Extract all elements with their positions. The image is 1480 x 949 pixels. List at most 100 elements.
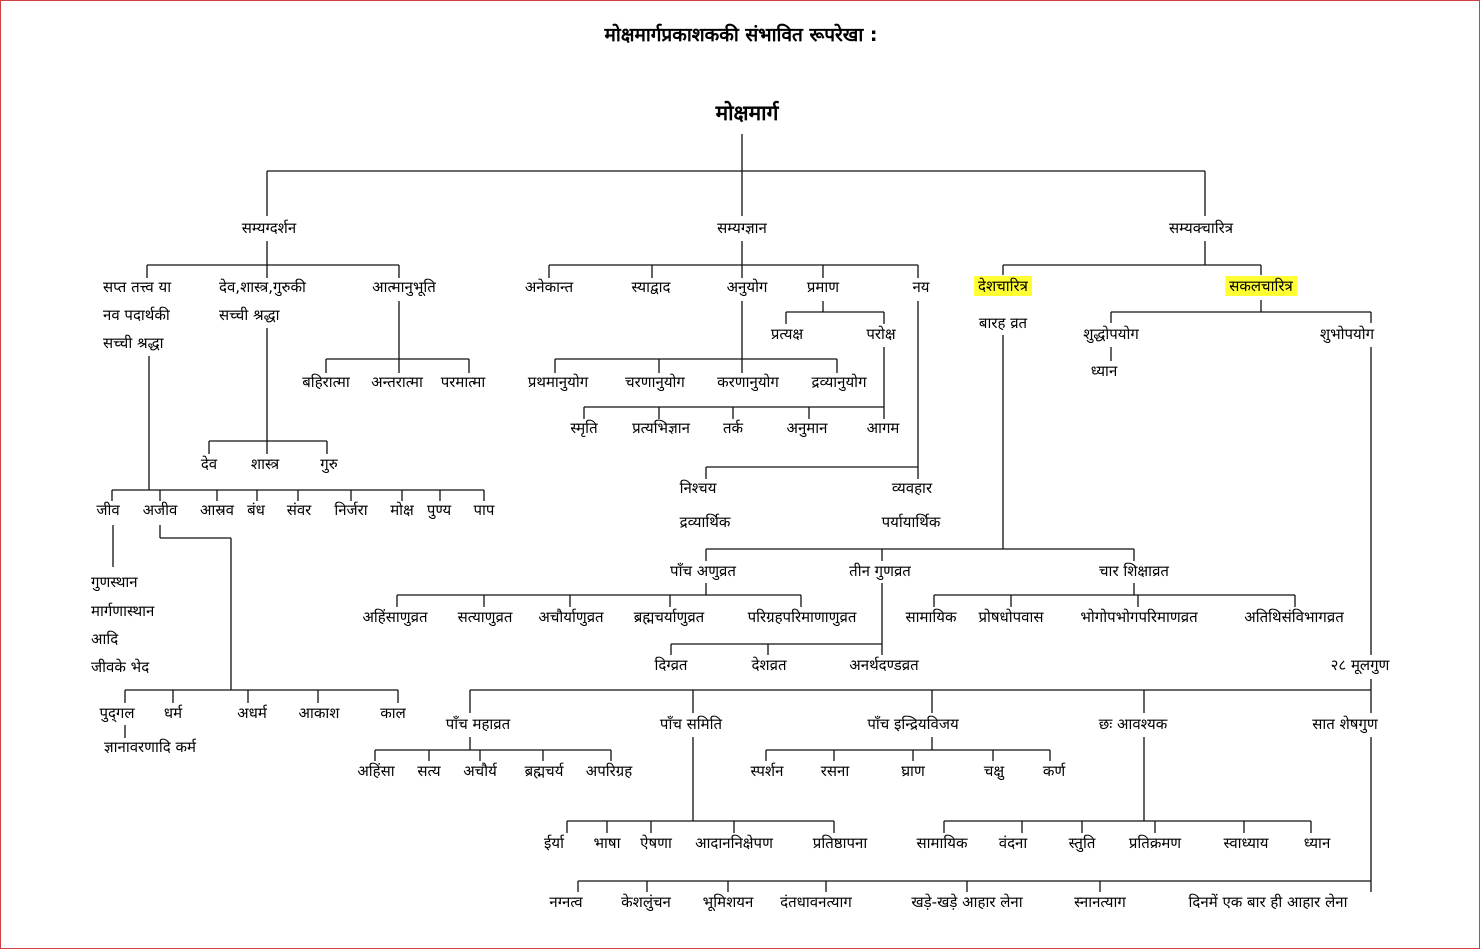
paryayarthik-node: पर्यायार्थिक [881,513,941,531]
shesh-ekbar-ahar: दिनमें एक बार ही आहार लेना [1188,893,1348,911]
shesh-dantdhavantyag: दंतधावनत्याग [780,893,852,911]
nishchay-node: निश्चय [679,479,717,497]
avashyak-stuti: स्तुति [1068,834,1096,852]
shesh-bhumishayan: भूमिशयन [702,893,754,911]
avashyak-dhyan: ध्यान [1303,834,1331,852]
deshcharitra-label: देशचारित्र [974,276,1032,296]
jiva-sub-marganasthan: मार्गणास्थान [91,602,155,620]
avashyak-samayik: सामायिक [916,834,968,852]
barah-vrata-node: बारह व्रत [978,314,1028,332]
tattva-moksha: मोक्ष [390,501,414,519]
saat-sheshguna-node: सात शेषगुण [1312,715,1378,733]
shesh-keshlunchan: केशलुंचन [621,893,671,911]
indriya-sparshan: स्पर्शन [750,762,784,780]
indriya-ghran: घ्राण [901,762,925,780]
syadvad-node: स्याद्वाद [631,278,671,296]
bahiratma-node: बहिरात्मा [302,373,350,391]
pramana-node: प्रमाण [806,278,840,296]
bhogopabhoga-node: भोगोपभोगपरिमाणव्रत [1080,608,1198,626]
tattva-ajiva: अजीव [142,501,178,519]
jiva-sub-bhed: जीवके भेद [91,658,150,676]
dravyarthik-node: द्रव्यार्थिक [679,513,731,531]
avashyak-pratikraman: प्रतिक्रमण [1128,834,1182,852]
ajiva-kaal: काल [380,704,406,722]
darshan-child-1-line-2: नव पदार्थकी [103,306,170,324]
avashyak-vandana: वंदना [998,834,1028,852]
parigrahaparimananuvrata-node: परिग्रहपरिमाणाणुव्रत [747,608,857,626]
pratyaksha-node: प्रत्यक्ष [770,325,804,343]
darshan-node: सम्यग्दर्शन [241,219,297,237]
indriya-karna: कर्ण [1042,762,1066,780]
charananuyoga-node: चरणानुयोग [625,373,685,391]
vyavahar-node: व्यवहार [891,479,933,497]
char-shikshavrata-node: चार शिक्षाव्रत [1099,562,1169,580]
panch-samiti-node: पाँच समिति [659,715,723,733]
smriti-node: स्मृति [570,419,598,437]
ajiva-dharm: धर्म [163,704,183,722]
ajiva-adharm: अधर्म [237,704,267,722]
samiti-bhasha: भाषा [593,834,621,852]
karananuyoga-node: करणानुयोग [717,373,779,391]
samiti-adannikshepan: आदाननिक्षेपण [695,834,773,852]
mulaguna-node: २८ मूलगुण [1330,656,1390,674]
indriya-chakshu: चक्षु [983,762,1005,780]
darshan-child-2-line-1: देव,शास्त्र,गुरुकी [219,278,306,296]
samayik-vrata-node: सामायिक [905,608,957,626]
shesh-khade-ahar: खड़े-खड़े आहार लेना [911,893,1023,911]
samiti-irya: ईर्या [544,834,564,852]
sakalcharitra-label: सकलचारित्र [1225,276,1297,296]
samiti-aishana: ऐषणा [640,834,672,852]
paramatma-node: परमात्मा [440,373,486,391]
paroksha-node: परोक्ष [866,325,896,343]
jiva-sub-gunasthan: गुणस्थान [91,573,138,591]
root-node: मोक्षमार्ग [715,101,779,125]
sakalcharitra-node: सकलचारित्र [1225,276,1297,296]
tark-node: तर्क [722,419,744,437]
shastra-node: शास्त्र [250,455,280,473]
darshan-child-1-line-1: सप्त तत्त्व या [103,278,172,296]
teen-gunavrata-node: तीन गुणव्रत [849,562,911,580]
darshan-child-1-line-3: सच्ची श्रद्धा [103,334,164,352]
ahimsanuvrata-node: अहिंसाणुव्रत [362,608,428,626]
antaratma-node: अन्तरात्मा [371,373,423,391]
jiva-sub-aadi: आदि [91,630,119,648]
tattva-asrava: आस्रव [200,501,234,519]
ajiva-akash: आकाश [298,704,340,722]
mahavrata-ahimsa: अहिंसा [357,762,395,780]
tattva-paap: पाप [473,501,495,519]
anuyoga-node: अनुयोग [726,278,768,296]
panch-mahavrata-node: पाँच महाव्रत [445,715,511,733]
ajiva-pudgal: पुद्‌गल [99,704,135,722]
gyanavaranadi-karma: ज्ञानावरणादि कर्म [104,738,197,756]
dhyana-node: ध्यान [1090,362,1118,380]
pratyabhigyan-node: प्रत्यभिज्ञान [632,419,690,437]
tattva-punya: पुण्य [426,501,452,519]
darshan-child-2-line-2: सच्ची श्रद्धा [219,306,280,324]
shuddhopayoga-node: शुद्धोपयोग [1083,325,1139,343]
indriya-rasna: रसना [820,762,850,780]
outline-heading: मोक्षमार्गप्रकाशककी संभावित रूपरेखा : [604,24,878,46]
mahavrata-aparigraha: अपरिग्रह [585,762,633,780]
avashyak-svadhyay: स्वाध्याय [1223,834,1269,852]
tattva-jiva: जीव [96,501,120,519]
dev-node: देव [200,455,218,473]
agam-node: आगम [866,419,900,437]
mahavrata-brahmacharya: ब्रह्मचर्य [524,762,564,780]
digvrata-node: दिग्व्रत [654,656,688,674]
proshadhopavas-node: प्रोषधोपवास [978,608,1044,626]
dravyanuyoga-node: द्रव्यानुयोग [811,373,867,391]
satyanuvrata-node: सत्याणुव्रत [457,608,513,626]
mahavrata-satya: सत्य [417,762,441,780]
tattva-samvar: संवर [286,501,312,519]
tattva-nirjara: निर्जरा [334,501,368,519]
deshvrata-node: देशव्रत [751,656,787,674]
prathamanuyoga-node: प्रथमानुयोग [527,373,589,391]
shesh-nagnatva: नग्नत्व [549,893,583,911]
shubhopayoga-node: शुभोपयोग [1319,325,1375,343]
atmanubhuti-node: आत्मानुभूति [372,278,436,296]
atithisamvibhag-node: अतिथिसंविभागव्रत [1244,608,1344,626]
anekant-node: अनेकान्त [524,278,574,296]
panch-indriyavijay-node: पाँच इन्द्रियविजय [867,715,959,733]
brahmacharyanuvrata-node: ब्रह्मचर्याणुव्रत [633,608,705,626]
